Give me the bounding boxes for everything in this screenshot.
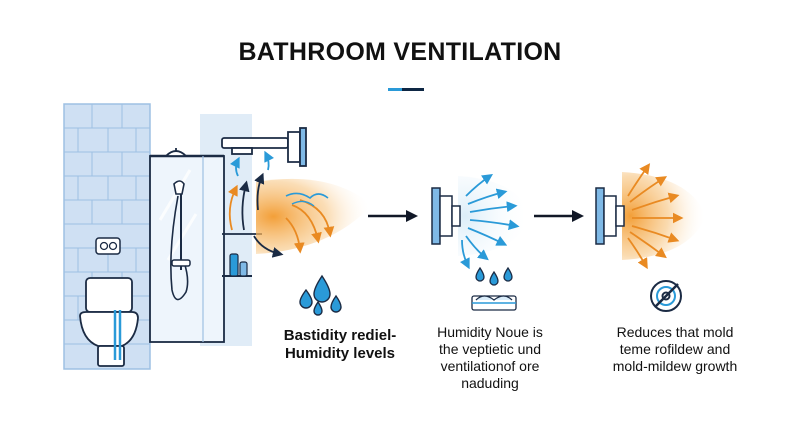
- mold-shield-icon: [650, 280, 682, 312]
- title-underline: [388, 88, 424, 91]
- step2-caption: Humidity Noue is the veptietic und venti…: [437, 324, 543, 391]
- ceiling-fan-icon: [221, 127, 307, 167]
- exhaust-fan-step3: [595, 163, 706, 312]
- step1-caption: Bastidity rediel- Humidity levels: [283, 327, 397, 362]
- hand-shower-icon: [173, 180, 185, 195]
- bathroom-scene: [63, 103, 372, 370]
- shower-enclosure: [149, 155, 225, 343]
- shower-valve-icon: [171, 259, 191, 267]
- shower-head-icon: [163, 148, 189, 157]
- exhaust-fan-step2: [431, 174, 530, 311]
- step3-caption: Reduces that mold teme rofildew and mold…: [612, 324, 738, 374]
- water-drops-icon: [299, 274, 342, 316]
- toilet-icon: [79, 277, 139, 367]
- arrow-right-icon: [534, 210, 584, 222]
- arrow-right-icon: [368, 210, 418, 222]
- bottle-icon: [239, 261, 248, 277]
- page-title: BATHROOM VENTILATION: [238, 38, 562, 66]
- towel-drops-icon: [471, 266, 517, 311]
- bottle-icon: [229, 253, 239, 277]
